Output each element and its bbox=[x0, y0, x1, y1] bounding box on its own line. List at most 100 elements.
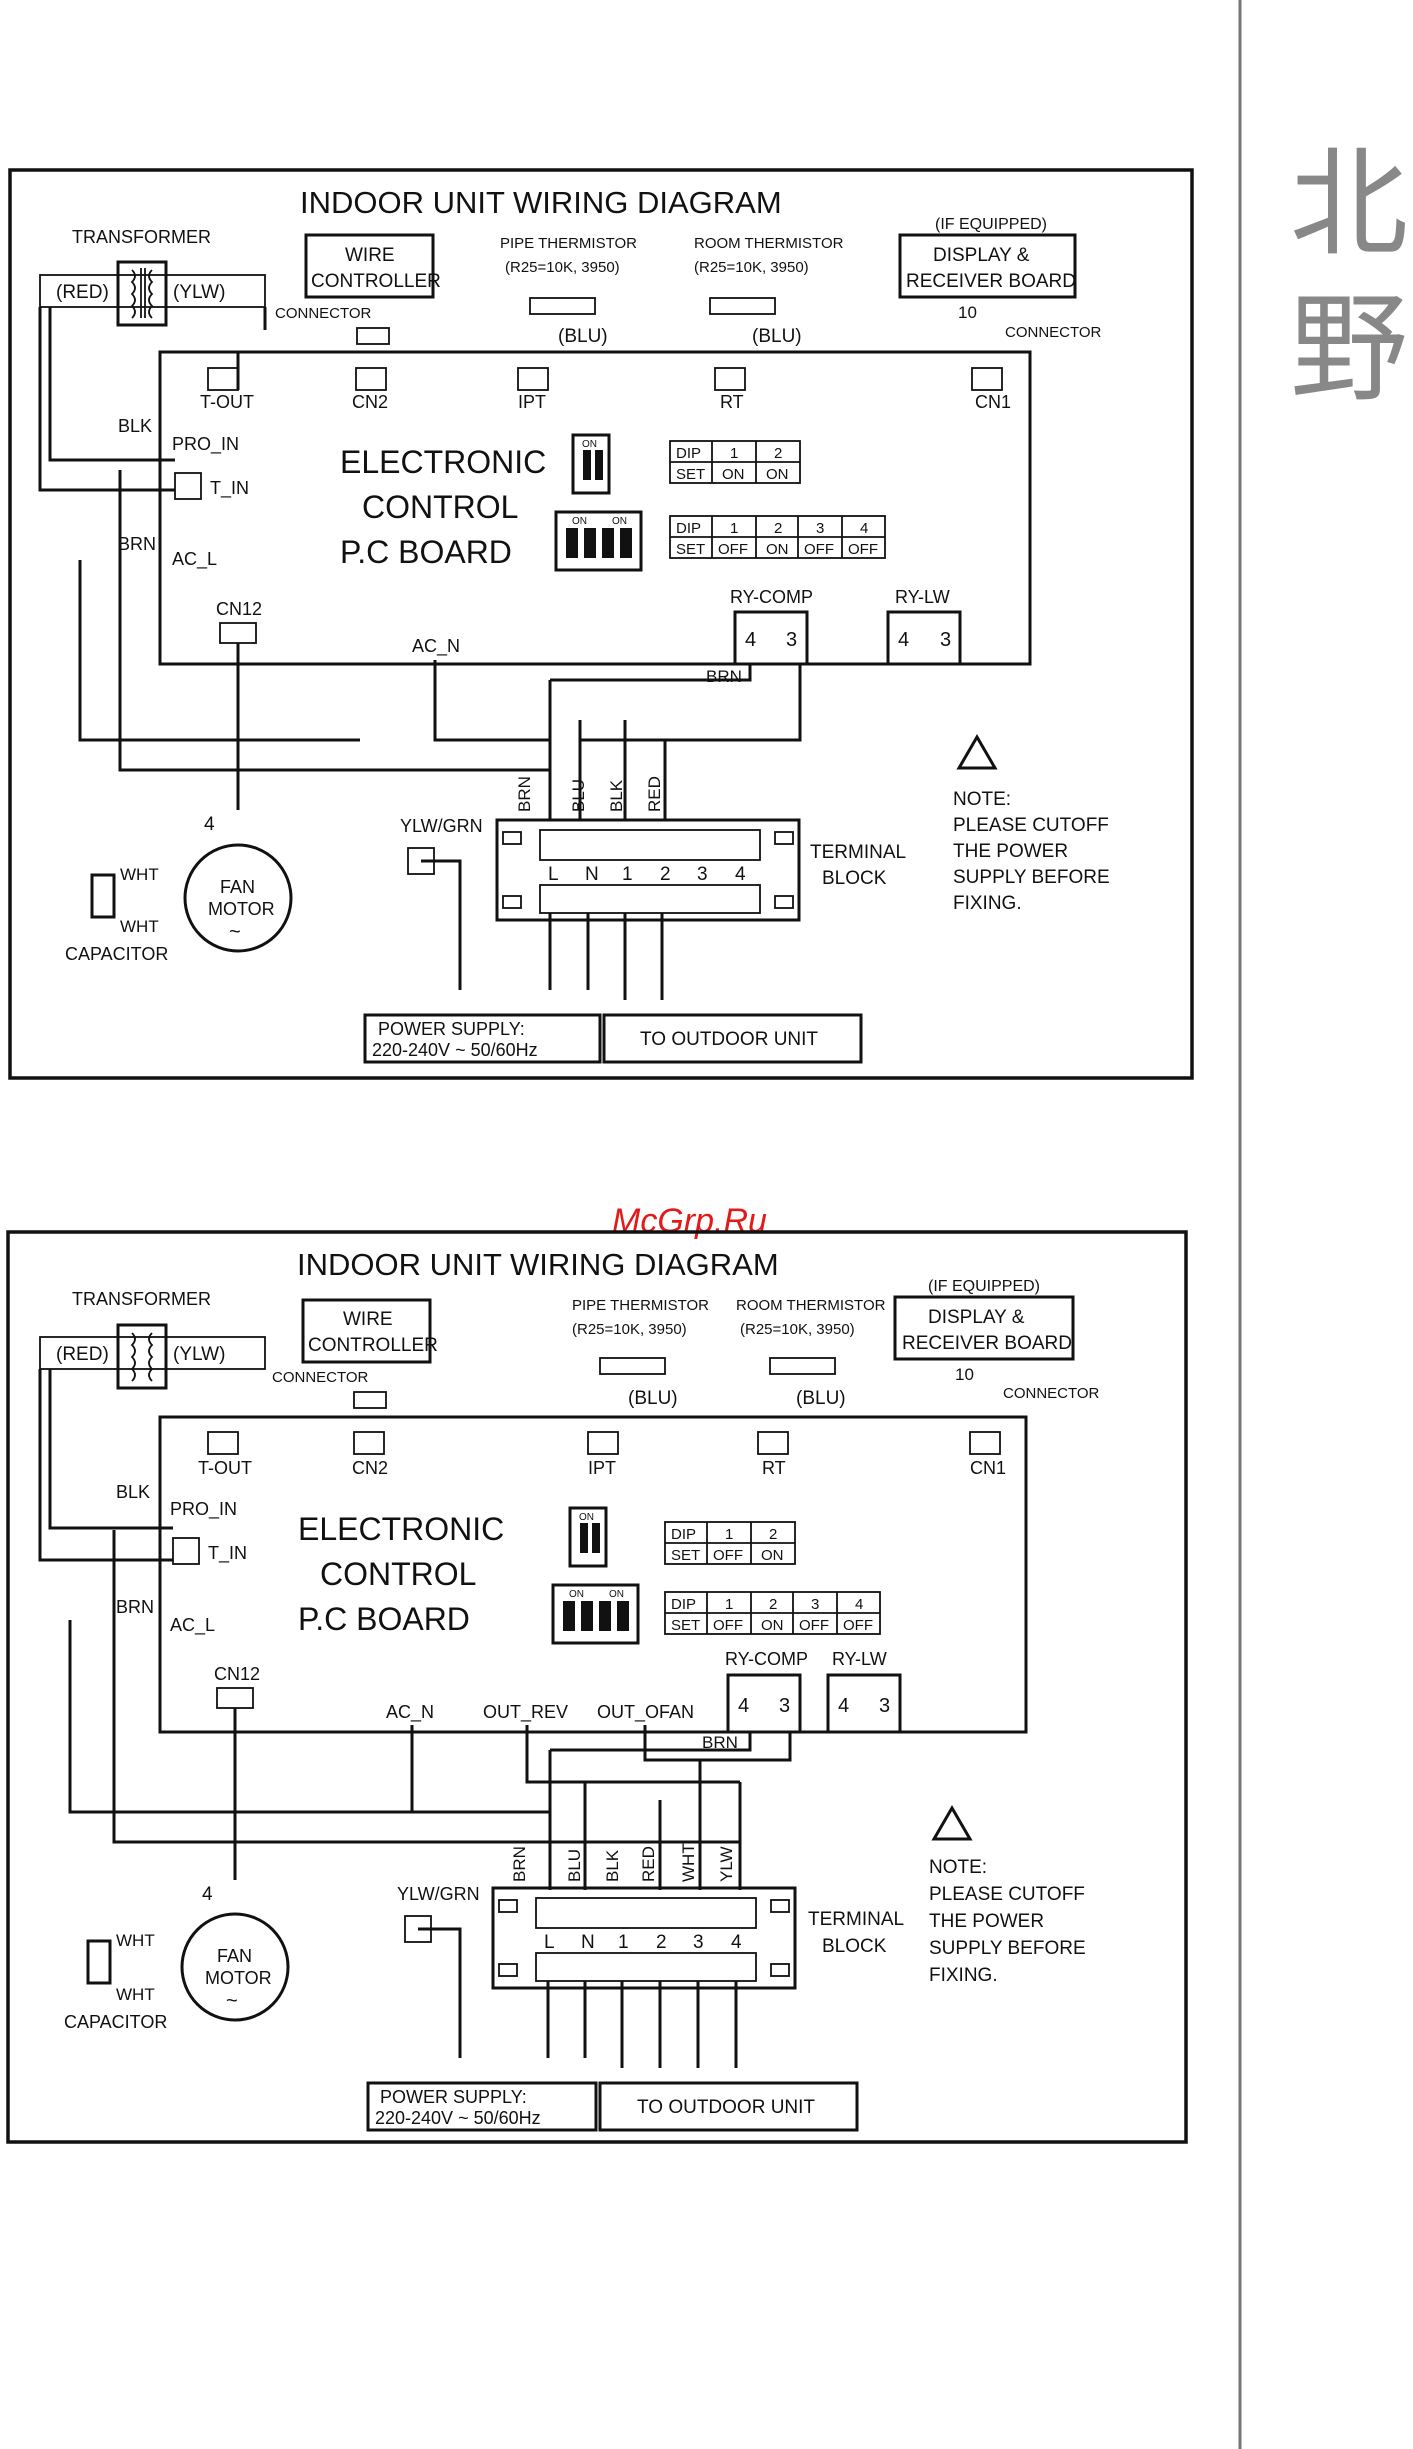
ry-lw-pin-3-2: 3 bbox=[879, 1695, 890, 1717]
power-label-1: POWER SUPPLY: bbox=[378, 1019, 525, 1039]
dip-b2-v4: OFF bbox=[843, 1617, 873, 1634]
note-2-3: THE POWER bbox=[929, 1911, 1044, 1932]
wire-controller-box-2 bbox=[301, 1298, 432, 1364]
if-equipped-label: (IF EQUIPPED) bbox=[935, 216, 1047, 233]
connector-label: CONNECTOR bbox=[275, 305, 372, 322]
ry-comp-pin-4-2: 4 bbox=[738, 1695, 749, 1717]
dip-table-a: DIP 1 2 SET ON ON bbox=[669, 440, 801, 484]
terminal-wire-blu-2: BLU bbox=[565, 1849, 584, 1882]
side-char-1: 北 bbox=[1290, 135, 1408, 273]
ry-comp-pin-3: 3 bbox=[786, 629, 797, 651]
pcb-board bbox=[158, 350, 1032, 666]
terminal-block-label-2: BLOCK bbox=[822, 868, 887, 889]
relay-ry-lw-label-2: RY-LW bbox=[832, 1649, 887, 1669]
pipe-thermistor-spec: (R25=10K, 3950) bbox=[505, 259, 620, 276]
fan-label-2a: FAN bbox=[217, 1946, 252, 1966]
ry-lw-pin-4: 4 bbox=[898, 629, 909, 651]
diagram-frame-2 bbox=[6, 1230, 1188, 2144]
dip-b-h3: 3 bbox=[816, 520, 824, 537]
wire-controller-box bbox=[304, 233, 435, 299]
pin-out-ofan: OUT_OFAN bbox=[597, 1702, 694, 1723]
terminal-l-2: L bbox=[544, 1932, 555, 1953]
dip-a-h0: DIP bbox=[676, 445, 701, 462]
terminal-1-2: 1 bbox=[618, 1932, 629, 1953]
dip-b2-h0: DIP bbox=[671, 1596, 696, 1613]
wire-brn-label: BRN bbox=[118, 534, 156, 554]
pipe-thermistor-spec-2: (R25=10K, 3950) bbox=[572, 1321, 687, 1338]
connector-t-out-2: T-OUT bbox=[198, 1458, 252, 1478]
pcb-label-2: CONTROL bbox=[362, 489, 518, 525]
watermark: McGrp.Ru bbox=[612, 1202, 767, 1240]
ry-comp-pin-3-2: 3 bbox=[779, 1695, 790, 1717]
power-label-2: 220-240V ~ 50/60Hz bbox=[372, 1040, 538, 1060]
note-2-2: PLEASE CUTOFF bbox=[929, 1884, 1085, 1905]
warning-icon bbox=[956, 734, 998, 770]
power-supply-box-2 bbox=[366, 2081, 598, 2132]
dip-b-v2: ON bbox=[766, 541, 789, 558]
wire-controller-label-1: WIRE bbox=[345, 245, 395, 266]
relay-ry-comp-label: RY-COMP bbox=[730, 587, 813, 607]
connector-cn2: CN2 bbox=[352, 392, 388, 412]
dip-b2-h3: 3 bbox=[811, 1596, 819, 1613]
dip-b-v1: OFF bbox=[718, 541, 748, 558]
terminal-2: 2 bbox=[660, 864, 671, 885]
capacitor-label: CAPACITOR bbox=[65, 944, 168, 964]
ground-label: YLW/GRN bbox=[400, 816, 483, 836]
fan-wire-count: 4 bbox=[204, 814, 215, 835]
wire-controller-label-2: CONTROLLER bbox=[311, 271, 441, 292]
outdoor-unit-box-2 bbox=[598, 2081, 859, 2132]
ground-label-2: YLW/GRN bbox=[397, 1884, 480, 1904]
relay-ry-lw-label: RY-LW bbox=[895, 587, 950, 607]
dip-b2-h2: 2 bbox=[769, 1596, 777, 1613]
terminal-wire-red-2: RED bbox=[639, 1846, 658, 1882]
terminal-wire-blk-2: BLK bbox=[603, 1849, 622, 1882]
transformer-label-2: TRANSFORMER bbox=[72, 1289, 211, 1309]
dip-b-h0: DIP bbox=[676, 520, 701, 537]
ry-lw-pin-4-2: 4 bbox=[838, 1695, 849, 1717]
connector-label-display: CONNECTOR bbox=[1005, 324, 1102, 341]
wiring-diagram-2: INDOOR UNIT WIRING DIAGRAM TRANSFORMER (… bbox=[6, 1230, 1188, 2144]
note-2-4: SUPPLY BEFORE bbox=[929, 1938, 1086, 1959]
dip-a2-h1: 1 bbox=[725, 1526, 733, 1543]
dip-b2-v1: OFF bbox=[713, 1617, 743, 1634]
pipe-blu-label: (BLU) bbox=[558, 326, 608, 347]
connector-ipt: IPT bbox=[518, 392, 546, 412]
dip-a-v0: SET bbox=[676, 466, 705, 483]
capacitor-label-2: CAPACITOR bbox=[64, 2012, 167, 2032]
capacitor-icon bbox=[90, 873, 116, 919]
dip-on-label-b: ON bbox=[612, 516, 627, 527]
terminal-4: 4 bbox=[735, 864, 746, 885]
pin-ac-l: AC_L bbox=[172, 549, 217, 570]
capacitor-icon-2 bbox=[86, 1939, 112, 1985]
dip-b-v3: OFF bbox=[804, 541, 834, 558]
if-equipped-label-2: (IF EQUIPPED) bbox=[928, 1278, 1040, 1295]
relay-ry-lw bbox=[886, 610, 962, 666]
power-label-2a: POWER SUPPLY: bbox=[380, 2087, 527, 2107]
terminal-3-2: 3 bbox=[693, 1932, 704, 1953]
note-5: FIXING. bbox=[953, 893, 1022, 914]
terminal-1: 1 bbox=[622, 864, 633, 885]
pin-ac-l-2: AC_L bbox=[170, 1615, 215, 1636]
terminal-block-label-1: TERMINAL bbox=[810, 842, 906, 863]
relay-ry-comp bbox=[733, 610, 809, 666]
terminal-wire-wht-2: WHT bbox=[679, 1843, 698, 1882]
pcb-board-2 bbox=[158, 1415, 1028, 1734]
display-label-1: DISPLAY & bbox=[933, 245, 1030, 266]
pin-pro-in-2: PRO_IN bbox=[170, 1499, 237, 1520]
side-char-2: 野 bbox=[1290, 280, 1408, 418]
wire-controller-label-2b: CONTROLLER bbox=[308, 1335, 438, 1356]
dip-a-h2: 2 bbox=[774, 445, 782, 462]
pin-t-in-2: T_IN bbox=[208, 1543, 247, 1564]
pin-ac-n-2: AC_N bbox=[386, 1702, 434, 1723]
dip-a2-v0: SET bbox=[671, 1547, 700, 1564]
note-3: THE POWER bbox=[953, 841, 1068, 862]
dip-on-label-2b: ON bbox=[609, 1589, 624, 1600]
dip-b-h2: 2 bbox=[774, 520, 782, 537]
dip-table-b: DIP 1 2 3 4 SET OFF ON OFF OFF bbox=[669, 515, 886, 559]
terminal-3: 3 bbox=[697, 864, 708, 885]
outdoor-label-2: TO OUTDOOR UNIT bbox=[637, 2097, 815, 2118]
display-label-2: RECEIVER BOARD bbox=[906, 271, 1076, 292]
pipe-blu-label-2: (BLU) bbox=[628, 1388, 678, 1409]
connector-rt: RT bbox=[720, 392, 744, 412]
